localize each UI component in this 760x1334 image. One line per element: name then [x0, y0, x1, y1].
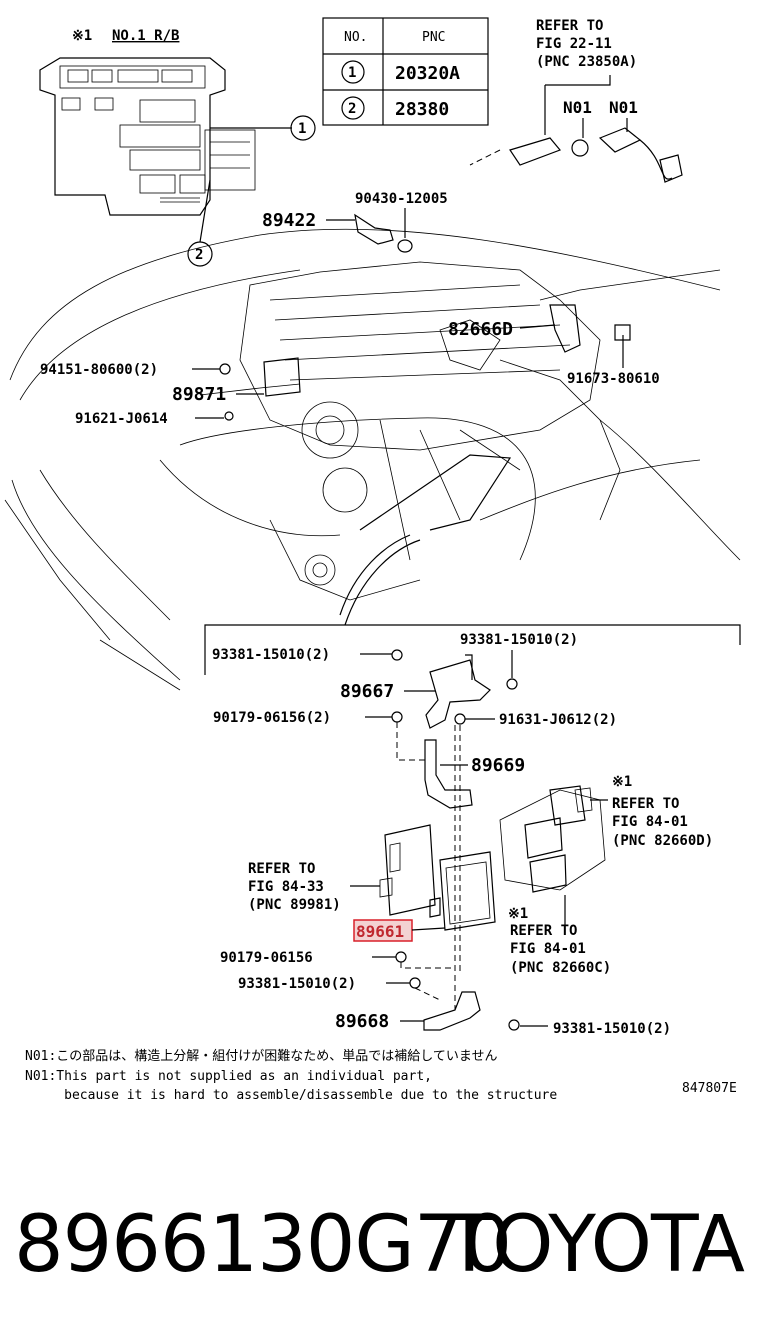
n01-mark-a: N01: [563, 98, 592, 117]
ecu-89661-drawing: [429, 851, 496, 931]
callout-2-circle: [187, 241, 213, 267]
label-93381-15010-b: 93381-15010(2): [460, 632, 578, 648]
label-90430-12005: 90430-12005: [355, 191, 448, 207]
table-header-pnc: PNC: [422, 30, 445, 45]
ref-fig84-01-c-line2: FIG 84-01: [510, 941, 586, 957]
ref-fig84-33-line3: (PNC 89981): [248, 897, 341, 913]
label-89422: 89422: [262, 210, 316, 231]
label-89668: 89668: [335, 1011, 389, 1032]
part-footer: 8966130G70 TOYOTA: [0, 1185, 760, 1305]
label-93381-15010-d: 93381-15010(2): [553, 1021, 671, 1037]
label-93381-15010-c: 93381-15010(2): [238, 976, 356, 992]
ref-fig84-01-d-line1: REFER TO: [612, 796, 679, 812]
table-row-2-pnc: 28380: [395, 99, 449, 120]
figure-id: 847807E: [682, 1081, 737, 1096]
bracket-89668-drawing: [423, 991, 481, 1031]
note-n01-english-2: because it is hard to assemble/disassemb…: [25, 1088, 557, 1103]
ref-fig84-33-line2: FIG 84-33: [248, 879, 324, 895]
label-89669: 89669: [471, 755, 525, 776]
relay-block-label: NO.1 R/B: [112, 28, 179, 44]
table-header-no: NO.: [344, 30, 367, 45]
pnc-table: NO. PNC 1 20320A 2 28380: [322, 17, 489, 126]
label-82666d: 82666D: [448, 319, 513, 340]
callout-1-circle: [290, 115, 316, 141]
label-90179-06156-b: 90179-06156: [220, 950, 313, 966]
label-90179-06156-a: 90179-06156(2): [213, 710, 331, 726]
table-row-2-no: 2: [348, 101, 356, 117]
bracket-89667-drawing: [425, 654, 491, 729]
label-94151-80600: 94151-80600(2): [40, 362, 158, 378]
note-n01-english-1: N01:This part is not supplied as an indi…: [25, 1069, 432, 1084]
parts-diagram: ※1 NO.1 R/B 1 2 NO. PNC 1 20320: [4, 17, 741, 1103]
ref-fig22-line2: FIG 22-11: [536, 36, 612, 52]
relay-block-drawing: ※1 NO.1 R/B: [39, 28, 256, 216]
part-number: 8966130G70: [14, 1200, 512, 1290]
label-89661[interactable]: 89661: [356, 922, 404, 941]
callout-1-text: 1: [298, 121, 306, 137]
note-n01-japanese: N01:この部品は、構造上分解・組付けが困難なため、単品では補給していません: [25, 1048, 498, 1064]
knock-sensor-drawing: [469, 127, 683, 183]
ref-fig84-01-c-line1: REFER TO: [510, 923, 577, 939]
engine-drawing: [4, 228, 741, 691]
star1-top-mark: ※1: [612, 774, 632, 790]
relay-block-mark: ※1: [72, 28, 92, 44]
label-93381-15010-a: 93381-15010(2): [212, 647, 330, 663]
ref-fig22-line1: REFER TO: [536, 18, 603, 34]
table-row-1-no: 1: [348, 65, 356, 81]
brand-name: TOYOTA: [445, 1200, 745, 1290]
ref-fig84-01-c-line3: (PNC 82660C): [510, 960, 611, 976]
callout-2-text: 2: [195, 247, 203, 263]
table-row-1-pnc: 20320A: [395, 63, 460, 84]
label-91631-j0612: 91631-J0612(2): [499, 712, 617, 728]
star1-bottom-mark: ※1: [508, 906, 528, 922]
n01-mark-b: N01: [609, 98, 638, 117]
detail-bracket-line: [204, 624, 741, 675]
label-89667: 89667: [340, 681, 394, 702]
junction-block-drawing: [499, 785, 606, 893]
ref-fig84-01-d-line2: FIG 84-01: [612, 814, 688, 830]
ecu-89981-drawing: [379, 824, 436, 916]
label-91621-j0614: 91621-J0614: [75, 411, 168, 427]
bracket-89669-drawing: [424, 739, 473, 809]
ref-fig84-33-line1: REFER TO: [248, 861, 315, 877]
ref-fig84-01-d-line3: (PNC 82660D): [612, 833, 713, 849]
label-91673-80610: 91673-80610: [567, 371, 660, 387]
highlight-89661-box: [353, 919, 413, 942]
ref-fig22-line3: (PNC 23850A): [536, 54, 637, 70]
label-89871: 89871: [172, 384, 226, 405]
